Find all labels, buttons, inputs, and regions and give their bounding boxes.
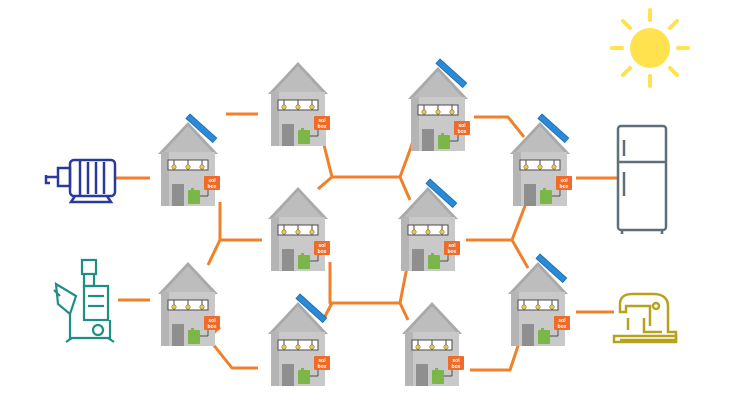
grid-line bbox=[206, 239, 222, 266]
solbox-label: sol bbox=[560, 178, 568, 184]
battery-icon bbox=[540, 188, 561, 204]
solar-panel-icon bbox=[425, 178, 458, 209]
grid-line bbox=[328, 262, 410, 321]
sun-icon bbox=[610, 8, 690, 88]
electric-motor-icon bbox=[44, 158, 117, 204]
solbox-label: sol bbox=[208, 178, 216, 184]
grid-line bbox=[510, 239, 530, 269]
solbox-label: box bbox=[452, 364, 461, 370]
solar-panel-icon bbox=[537, 113, 570, 144]
solar-panel-icon bbox=[435, 58, 468, 89]
grid-line bbox=[218, 202, 262, 242]
solbox-label: sol bbox=[318, 358, 326, 364]
battery-icon bbox=[298, 253, 319, 269]
solbox-label: sol bbox=[448, 243, 456, 249]
grid-line bbox=[206, 325, 258, 370]
solbox-label: box bbox=[208, 184, 217, 190]
solbox-label: box bbox=[558, 324, 567, 330]
solbox-label: sol bbox=[208, 318, 216, 324]
solbox-label: box bbox=[318, 124, 327, 130]
solbox-label: box bbox=[318, 249, 327, 255]
grid-line bbox=[474, 115, 526, 138]
battery-icon bbox=[432, 368, 453, 384]
battery-icon bbox=[298, 368, 319, 384]
grid-line bbox=[322, 120, 420, 179]
grid-line bbox=[398, 176, 412, 201]
solbox-label: sol bbox=[318, 243, 326, 249]
solar-panel-icon bbox=[535, 253, 568, 284]
solbox-label: sol bbox=[452, 358, 460, 364]
battery-icon bbox=[188, 328, 209, 344]
solar-panel-icon bbox=[185, 113, 218, 144]
solbox-label: box bbox=[318, 364, 327, 370]
solbox-label: box bbox=[448, 249, 457, 255]
solbox-label: sol bbox=[318, 118, 326, 124]
solbox-label: box bbox=[458, 129, 467, 135]
grid-line bbox=[317, 175, 333, 191]
industrial-machine-icon bbox=[53, 258, 115, 343]
sewing-machine-icon bbox=[612, 292, 678, 344]
solbox-label: sol bbox=[558, 318, 566, 324]
battery-icon bbox=[438, 133, 459, 149]
battery-icon bbox=[428, 253, 449, 269]
solbox-label: sol bbox=[458, 123, 466, 129]
solbox-label: box bbox=[560, 184, 569, 190]
solbox-label: box bbox=[208, 324, 217, 330]
battery-icon bbox=[538, 328, 559, 344]
solar-panel-icon bbox=[295, 293, 328, 324]
battery-icon bbox=[298, 128, 319, 144]
refrigerator-icon bbox=[616, 124, 668, 234]
grid-line bbox=[470, 339, 522, 372]
battery-icon bbox=[188, 188, 209, 204]
